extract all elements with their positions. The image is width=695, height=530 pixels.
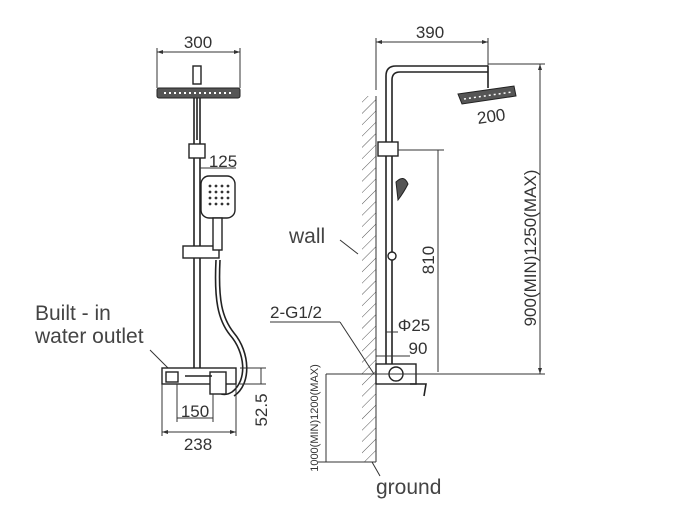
dim-wall-offset: 90 (376, 339, 427, 358)
riser-pipe (182, 98, 220, 370)
hand-shower (200, 175, 236, 251)
dim-height-range: 900(MIN)1250(MAX) (521, 64, 542, 374)
dim-floor-height: 1000(MIN)1200(MAX) (309, 364, 376, 472)
overhead-shower (156, 65, 241, 140)
wall-label: wall (288, 225, 325, 248)
dim-valve-width: 238 (161, 384, 237, 454)
dim-pipe-diameter: Φ25 (386, 316, 430, 335)
dim-head-diameter-text: 200 (476, 105, 507, 128)
dim-bracket-height-text: 810 (419, 246, 438, 274)
outlet-label-line2: water outlet (34, 325, 144, 348)
side-view: wall 390 200 (270, 23, 545, 499)
dim-valve-inner: 150 (176, 384, 214, 422)
dim-floor-height-text: 1000(MIN)1200(MAX) (309, 364, 321, 472)
dim-valve-inner-text: 150 (181, 402, 209, 421)
dim-valve-height: 52.5 (240, 367, 271, 427)
wall-hatch (362, 96, 376, 462)
dim-pipe-diameter-text: Φ25 (398, 316, 430, 335)
side-overhead-shower (457, 66, 517, 105)
dim-handshower-width-text: 125 (209, 152, 237, 171)
outlet-label-line1: Built - in (35, 302, 111, 325)
dim-bracket-height: 810 (398, 149, 444, 372)
dim-wall-offset-text: 90 (409, 339, 428, 358)
dim-arm-length: 390 (375, 23, 489, 90)
dim-height-range-text: 900(MIN)1250(MAX) (521, 170, 540, 327)
mixer-valve (161, 367, 237, 395)
dim-thread-text: 2-G1/2 (270, 303, 322, 322)
dim-valve-width-text: 238 (184, 435, 212, 454)
dim-valve-height-text: 52.5 (252, 393, 271, 426)
ground-label: ground (376, 476, 441, 499)
dim-head-width: 300 (156, 33, 241, 88)
dim-arm-length-text: 390 (416, 23, 444, 42)
side-riser (377, 65, 488, 370)
side-mixer-valve (375, 363, 427, 397)
dim-handshower-width: 125 (200, 152, 237, 171)
side-hand-shower (395, 178, 409, 202)
dim-head-width-text: 300 (184, 33, 212, 52)
front-view: 300 125 (34, 33, 271, 454)
